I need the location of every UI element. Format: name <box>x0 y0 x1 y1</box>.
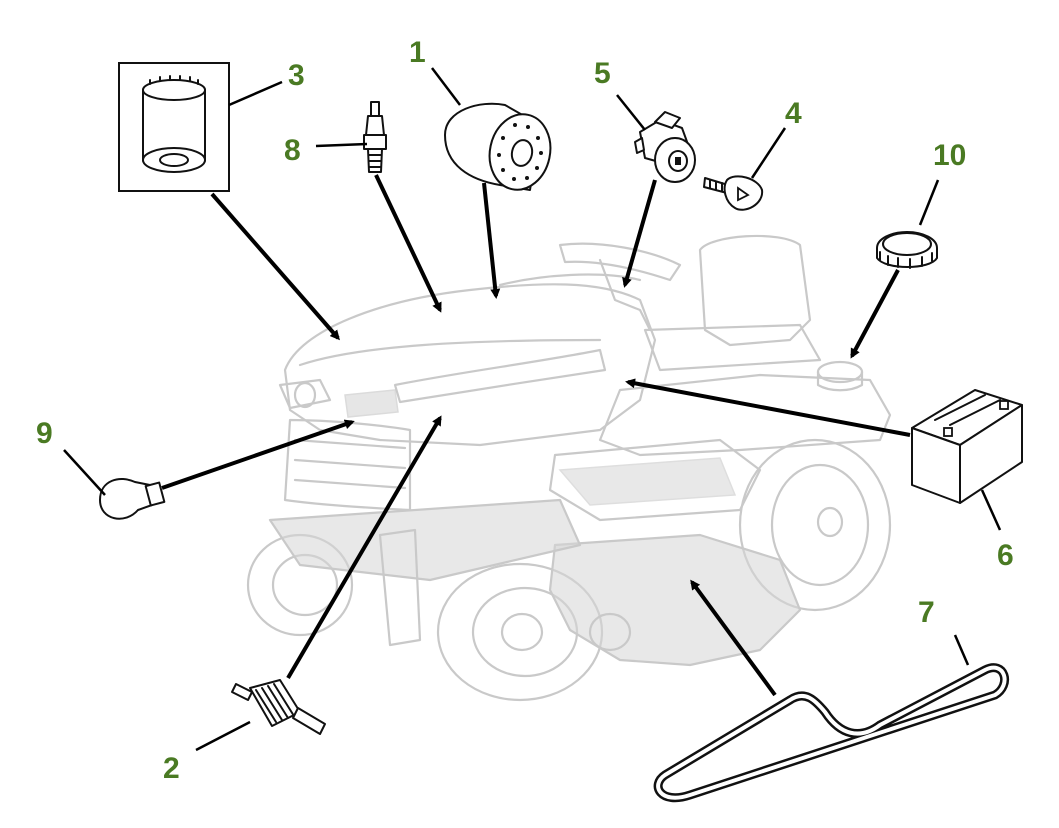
leader-lines <box>63 67 1002 752</box>
callout-labels: 1 2 3 4 5 6 7 8 9 10 <box>36 36 1014 785</box>
arrow-6 <box>625 378 911 437</box>
callout-2: 2 <box>163 752 180 785</box>
arrow-1 <box>482 182 501 299</box>
callout-9: 9 <box>36 417 53 450</box>
lawn-tractor-illustration <box>246 234 892 702</box>
fuel-filter-part <box>231 679 326 735</box>
arrow-7 <box>690 579 777 697</box>
ignition-key-part <box>703 175 764 211</box>
callout-5: 5 <box>594 57 611 90</box>
callout-10: 10 <box>933 139 966 172</box>
arrow-2 <box>286 415 442 680</box>
callout-1: 1 <box>409 36 426 69</box>
headlight-bulb-part <box>99 478 166 520</box>
spark-plug-part <box>363 101 387 173</box>
arrow-3 <box>210 192 340 341</box>
callout-8: 8 <box>284 134 301 167</box>
fuel-cap-part <box>876 231 938 269</box>
location-arrows <box>161 174 911 697</box>
callout-3: 3 <box>288 59 305 92</box>
ignition-switch-part <box>634 111 696 183</box>
arrow-9 <box>161 419 355 490</box>
arrow-10 <box>850 269 900 359</box>
oil-filter-part <box>444 102 552 191</box>
arrow-5 <box>622 179 657 288</box>
drive-belt-part <box>653 663 1009 803</box>
callout-7: 7 <box>918 596 935 629</box>
callout-6: 6 <box>997 539 1014 572</box>
battery-part <box>911 389 1023 504</box>
arrow-8 <box>374 174 442 313</box>
hydraulic-filter-part <box>118 62 230 192</box>
callout-4: 4 <box>785 97 802 130</box>
